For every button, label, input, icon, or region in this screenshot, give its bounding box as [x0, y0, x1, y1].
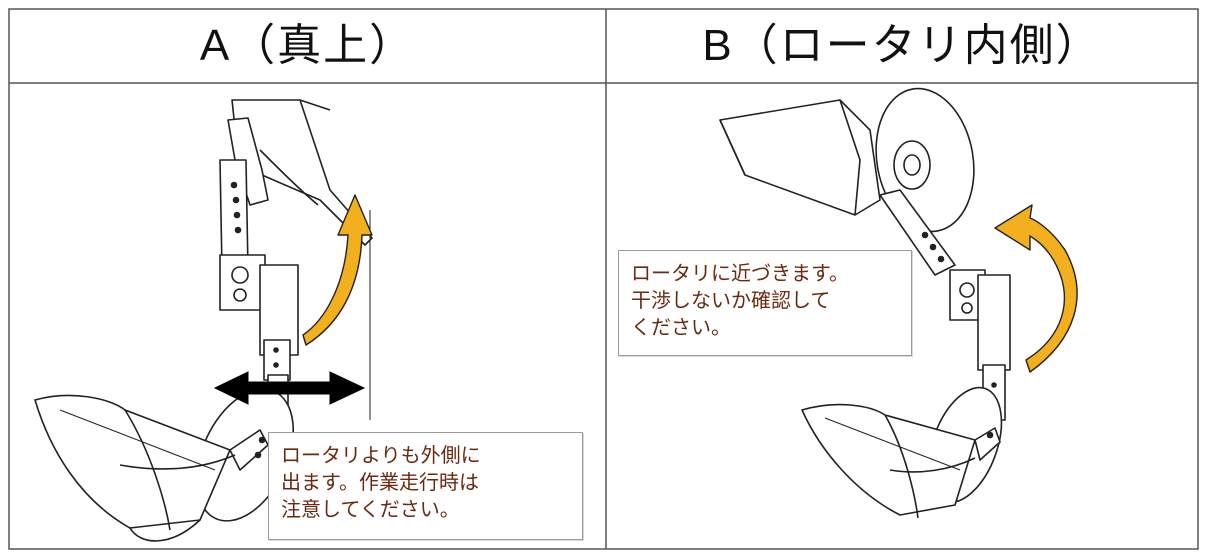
rotation-arrow-a	[302, 194, 373, 346]
lateral-arrow-a	[213, 371, 366, 405]
panel-b-caution-note: ロータリに近づきます。 干渉しないか確認して ください。	[618, 250, 912, 356]
panel-b-illustration	[719, 87, 1011, 519]
panel-a-heading: A（真上）	[199, 21, 416, 70]
panel-b-heading: B（ロータリ内側）	[702, 21, 1102, 70]
panel-a-illustration	[34, 99, 373, 542]
rotation-arrow-b	[994, 204, 1078, 373]
table-frame	[8, 8, 1199, 550]
panel-a-caution-note: ロータリよりも外側に 出ます。作業走行時は 注意してください。	[268, 432, 583, 540]
